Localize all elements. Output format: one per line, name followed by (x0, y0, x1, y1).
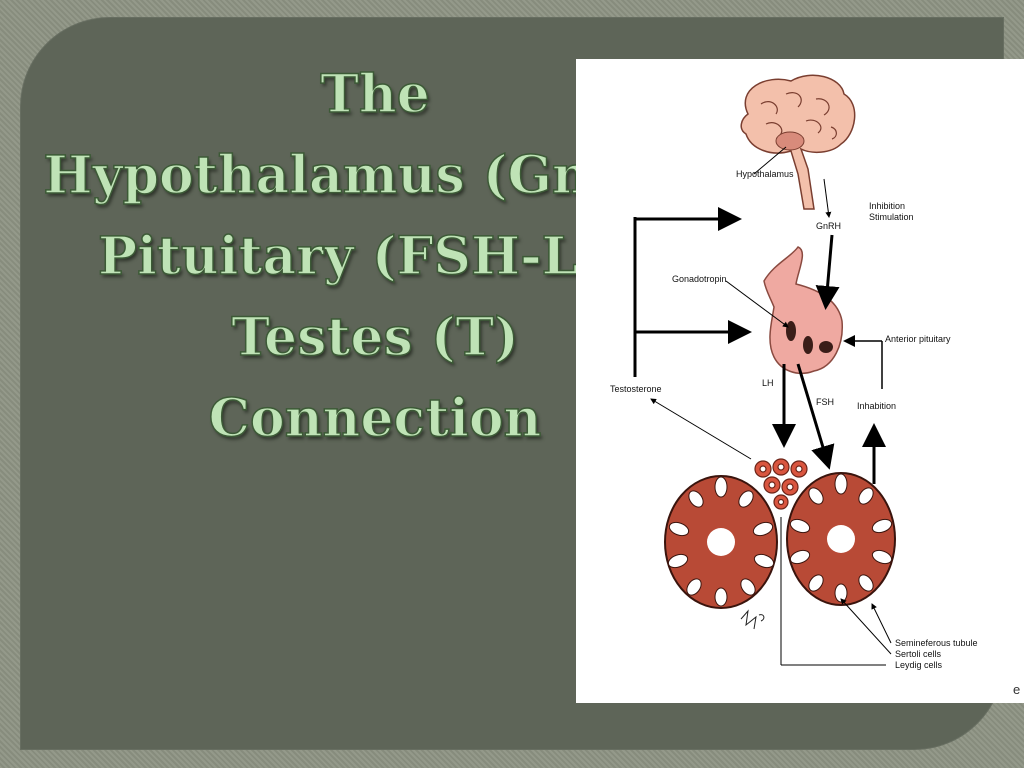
pituitary-illustration (763, 246, 843, 375)
label-fsh: FSH (816, 397, 834, 407)
title-line-5: Connection (208, 387, 542, 450)
label-hypothalamus: Hypothalamus (736, 169, 794, 179)
label-anterior-pituitary: Anterior pituitary (885, 334, 951, 344)
label-sertoli-cells: Sertoli cells (895, 649, 942, 659)
label-seminiferous-tubule: Semineferous tubule (895, 638, 978, 648)
feedback-arrows (633, 146, 892, 666)
label-testosterone: Testosterone (610, 384, 662, 394)
hormone-diagram: Hypothalamus Inhibition Stimulation GnRH… (576, 59, 1024, 703)
right-testis (786, 472, 896, 606)
artist-signature (740, 609, 765, 630)
slide-title: The Hypothalamus (GnRH) Pituitary (FSH-L… (0, 54, 760, 459)
label-lh: LH (762, 378, 774, 388)
label-inhibition: Inhibition (869, 201, 905, 211)
brain-illustration (740, 74, 856, 210)
label-stimulation: Stimulation (869, 212, 914, 222)
title-line-3: Pituitary (FSH-LH) (97, 225, 652, 288)
label-gnrh: GnRH (816, 221, 841, 231)
label-inhabition: Inhabition (857, 401, 896, 411)
leydig-cell-cluster (754, 458, 808, 510)
corner-glyph: e (1013, 682, 1021, 697)
title-line-4: Testes (T) (231, 306, 520, 369)
label-gonadotropin: Gonadotropin (672, 274, 727, 284)
hormone-diagram-svg: Hypothalamus Inhibition Stimulation GnRH… (610, 74, 978, 670)
left-testis (664, 475, 778, 609)
title-line-1: The (319, 63, 430, 126)
label-leydig-cells: Leydig cells (895, 660, 943, 670)
